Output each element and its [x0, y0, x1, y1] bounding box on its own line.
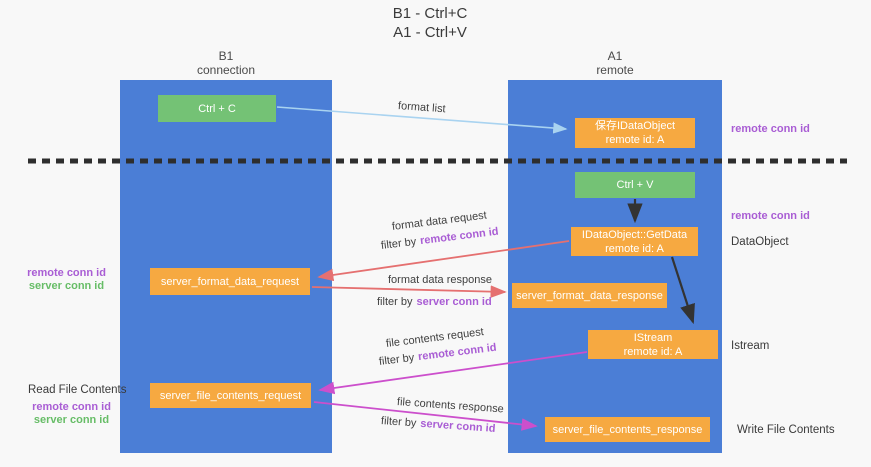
lane-a1-title: A1 — [607, 49, 623, 63]
title-line-1: B1 - Ctrl+C — [392, 5, 468, 22]
read-file-contents-label: Read File Contents — [28, 384, 127, 396]
remote-conn-id-label: remote conn id — [32, 401, 111, 413]
node-ctrl-v: Ctrl + V — [575, 172, 695, 198]
istream-label: Istream — [731, 340, 770, 352]
node-getdata-line2: remote id: A — [605, 242, 664, 255]
remote-conn-id-label: remote conn id — [27, 267, 106, 279]
node-server-file-contents-response: server_file_contents_response — [545, 417, 710, 442]
node-ctrl-v-label: Ctrl + V — [616, 179, 654, 191]
node-ctrl-c: Ctrl + C — [158, 95, 276, 122]
filter-by-text: filter by — [377, 296, 413, 308]
server-conn-id-label: server conn id — [28, 280, 105, 292]
dataobject-label: DataObject — [731, 236, 789, 248]
filter-by-text: filter by — [380, 235, 417, 252]
lane-b1-subtitle: connection — [196, 63, 256, 77]
node-server-format-data-request: server_format_data_request — [150, 268, 310, 295]
node-format-response-label: server_format_data_response — [516, 289, 663, 302]
left-margin-conn-ids-bottom: remote conn id server conn id — [14, 401, 129, 427]
node-file-request-label: server_file_contents_request — [159, 389, 302, 402]
lane-b1-title: B1 — [218, 49, 234, 63]
node-getdata-line1: IDataObject::GetData — [581, 228, 688, 241]
diagram-title: B1 - Ctrl+C A1 - Ctrl+V — [280, 4, 580, 42]
label-file-contents-response: file contents response — [396, 396, 505, 416]
node-ctrl-c-label: Ctrl + C — [198, 102, 236, 115]
node-istream-line1: IStream — [633, 331, 673, 344]
node-saved-dataobject-line2: remote id: A — [605, 134, 665, 146]
remote-conn-id-text: remote conn id — [417, 341, 498, 364]
node-server-format-data-response: server_format_data_response — [512, 283, 667, 308]
write-file-contents-label: Write File Contents — [737, 424, 835, 436]
node-idataobject-getdata: IDataObject::GetData remote id: A — [571, 227, 698, 256]
server-conn-id-text: server conn id — [419, 417, 496, 435]
lane-header-a1: A1 remote — [535, 49, 695, 77]
label-format-list: format list — [397, 100, 446, 116]
filter-by-text: filter by — [380, 415, 417, 430]
arrow-format-data-response — [311, 285, 507, 298]
lane-header-b1: B1 connection — [146, 49, 306, 77]
node-server-file-contents-request: server_file_contents_request — [150, 383, 311, 408]
label-format-data-response: format data response — [388, 274, 492, 286]
right-margin-remote-conn-id-mid: remote conn id — [731, 210, 810, 222]
server-conn-id-text: server conn id — [416, 296, 492, 308]
right-margin-remote-conn-id-top: remote conn id — [731, 123, 810, 135]
left-margin-conn-ids-top: remote conn id server conn id — [14, 267, 119, 293]
filter-by-text: filter by — [378, 351, 415, 368]
title-line-2: A1 - Ctrl+V — [393, 24, 467, 41]
node-saved-dataobject-line1: 保存IDataObject — [594, 120, 676, 132]
lane-a1-subtitle: remote — [596, 63, 634, 77]
node-file-response-label: server_file_contents_response — [552, 423, 703, 436]
node-istream: IStream remote id: A — [588, 330, 718, 359]
server-conn-id-label: server conn id — [33, 414, 110, 426]
node-istream-line2: remote id: A — [623, 345, 683, 358]
remote-conn-id-text: remote conn id — [419, 225, 500, 248]
node-format-request-label: server_format_data_request — [160, 275, 300, 288]
node-saved-dataobject: 保存IDataObject remote id: A — [575, 118, 695, 148]
